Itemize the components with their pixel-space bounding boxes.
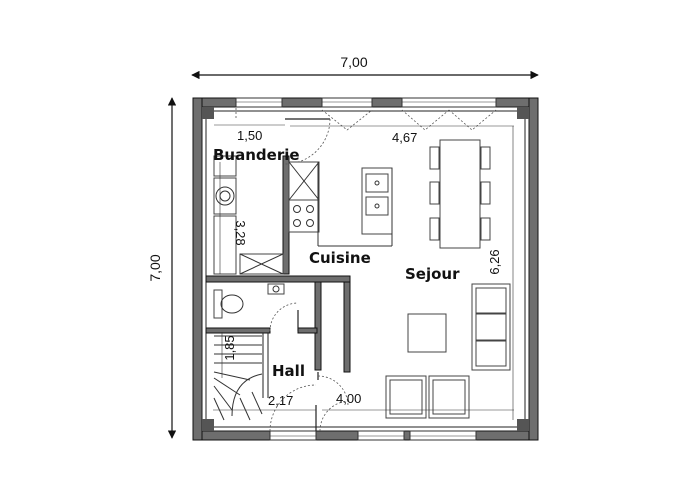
wc-fixtures xyxy=(213,283,285,319)
buanderie-depth-label: 3,28 xyxy=(233,220,248,245)
room-label-hall: Hall xyxy=(272,362,305,380)
room-label-sejour: Sejour xyxy=(405,265,460,283)
hall-width-label: 2,17 xyxy=(268,393,293,408)
left-dimension: 7,00 xyxy=(147,97,177,439)
south-dimension-label: 4,00 xyxy=(336,391,361,406)
sejour-depth-label: 6,26 xyxy=(487,249,502,274)
buanderie-fixtures xyxy=(213,155,284,275)
room-label-cuisine: Cuisine xyxy=(309,249,371,267)
buanderie-width-label: 1,50 xyxy=(237,128,262,143)
top-windows xyxy=(235,97,497,131)
overall-width-label: 7,00 xyxy=(340,54,367,70)
kitchen-fixtures xyxy=(288,161,393,247)
sejour-furniture xyxy=(385,139,511,419)
sejour-width-label: 4,67 xyxy=(392,130,417,145)
interior-walls xyxy=(205,155,351,398)
room-label-buanderie: Buanderie xyxy=(213,146,300,164)
top-dimension: 7,00 xyxy=(191,54,539,80)
hall-depth-label: 1,85 xyxy=(222,335,237,360)
interior-dimension-lines xyxy=(213,124,514,420)
overall-depth-label: 7,00 xyxy=(147,254,163,281)
doors xyxy=(269,118,351,432)
bottom-windows xyxy=(269,430,477,441)
